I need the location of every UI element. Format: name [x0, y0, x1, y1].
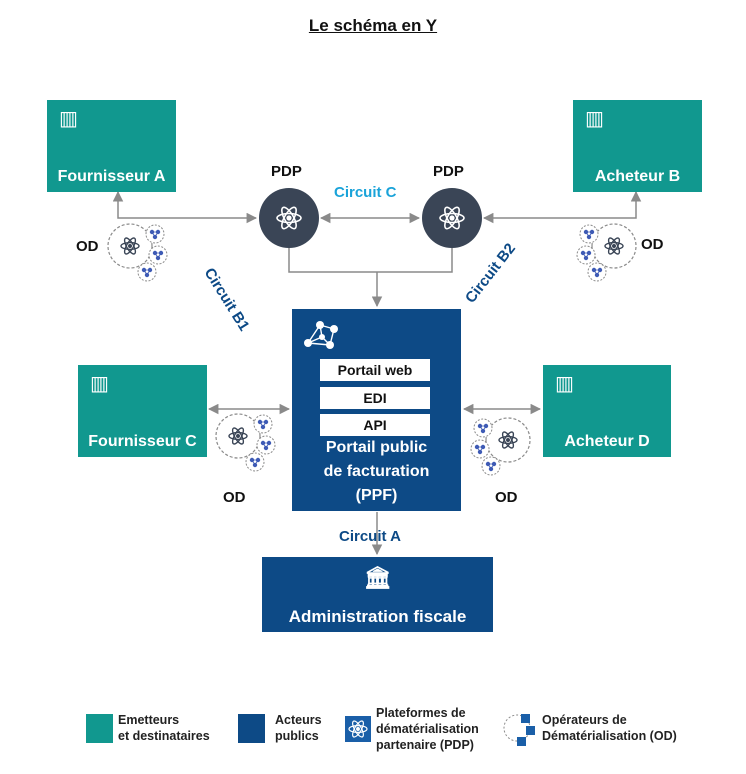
link-fournisseur-a-pdp: [112, 190, 258, 224]
pdp-label-right: PDP: [433, 163, 464, 180]
node-label: Fournisseur C: [88, 433, 197, 450]
legend-pdp-icon: [345, 716, 371, 742]
node-label: Acheteur B: [594, 168, 681, 185]
building-icon: ▥: [90, 373, 109, 395]
od-label-bottom-left: OD: [223, 489, 246, 506]
legend-od-icon: [503, 714, 535, 746]
building-icon: ▥: [585, 108, 604, 130]
node-administration: 🏛 Administration fiscale: [262, 557, 493, 632]
legend-swatch-teal: [86, 714, 113, 743]
circuit-a-label: Circuit A: [339, 528, 401, 545]
link-pdp-merge: [288, 248, 453, 273]
diagram-title: Le schéma en Y: [0, 16, 746, 36]
link-acheteur-b-pdp: [482, 190, 642, 224]
diagram-title-text: Le schéma en Y: [308, 16, 438, 35]
pdp-node-right: [422, 188, 482, 248]
building-icon: ▥: [555, 373, 574, 395]
node-label: Acheteur D: [564, 433, 650, 450]
node-fournisseur-c: ▥ Fournisseur C: [78, 365, 207, 457]
ppf-label-line3: (PPF): [355, 487, 398, 504]
node-label: Fournisseur A: [57, 168, 166, 185]
od-cluster-icon: [577, 224, 636, 281]
od-label-bottom-right: OD: [495, 489, 518, 506]
od-label-top-left: OD: [76, 238, 99, 255]
node-fournisseur-a: ▥ Fournisseur A: [47, 100, 176, 192]
node-acheteur-d: ▥ Acheteur D: [543, 365, 671, 457]
pdp-node-left: [259, 188, 319, 248]
bank-icon: 🏛: [363, 565, 392, 590]
channel-portail-web: Portail web: [320, 359, 430, 381]
od-cluster-icon: [471, 418, 530, 475]
pdp-label-left: PDP: [271, 163, 302, 180]
ppf-label-line2: de facturation: [323, 463, 430, 480]
node-ppf: Portail web EDI API Portail public de fa…: [292, 309, 461, 511]
network-icon: [304, 321, 338, 349]
node-acheteur-b: ▥ Acheteur B: [573, 100, 702, 192]
od-cluster-icon: [108, 224, 167, 281]
channel-edi: EDI: [320, 387, 430, 409]
channel-api: API: [320, 414, 430, 436]
node-label: Administration fiscale: [288, 607, 467, 626]
od-cluster-icon: [216, 414, 275, 471]
circuit-c-label: Circuit C: [334, 184, 397, 201]
ppf-label-line1: Portail public: [325, 439, 428, 456]
od-label-top-right: OD: [641, 236, 664, 253]
legend-swatch-navy: [238, 714, 265, 743]
building-icon: ▥: [59, 108, 78, 130]
